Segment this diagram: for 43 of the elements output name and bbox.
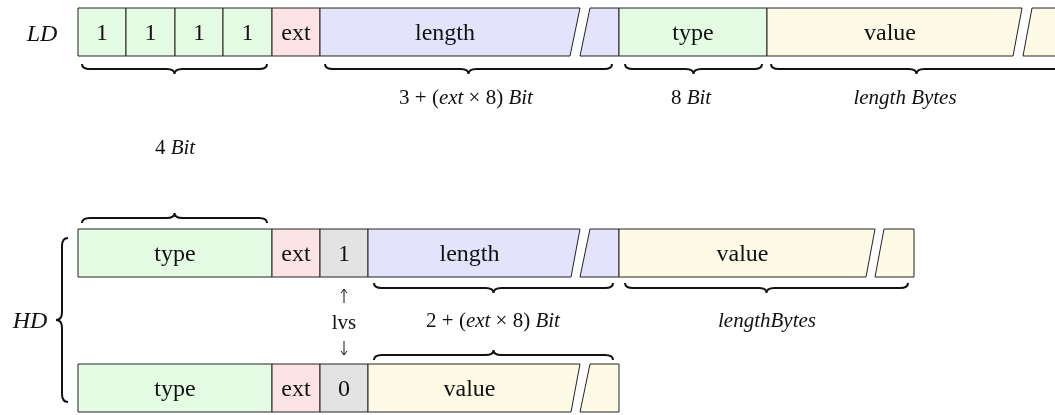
field-label: 0 bbox=[337, 373, 351, 403]
field-label: ext bbox=[280, 17, 312, 47]
field-box bbox=[175, 8, 223, 56]
field-label: length bbox=[414, 17, 476, 47]
field-continuation-box bbox=[580, 364, 619, 412]
field-label: 1 bbox=[240, 17, 255, 47]
field-name-label: lvs bbox=[331, 309, 357, 335]
field-box bbox=[272, 8, 320, 56]
size-label: 2 + (ext × 8) Bit bbox=[426, 307, 560, 333]
field-box bbox=[78, 364, 272, 412]
field-label: 1 bbox=[337, 238, 351, 268]
field-box bbox=[320, 229, 368, 277]
field-label: type bbox=[153, 238, 197, 268]
field-box bbox=[272, 364, 320, 412]
field-label: value bbox=[715, 238, 770, 268]
field-label: value bbox=[442, 373, 497, 403]
field-continuation-box bbox=[1023, 8, 1055, 56]
size-label: 8 Bit bbox=[670, 84, 712, 110]
field-box bbox=[78, 8, 126, 56]
field-continuation-box bbox=[875, 229, 914, 277]
field-label: 1 bbox=[192, 17, 206, 47]
size-label: 3 + (ext × 8) Bit bbox=[399, 84, 533, 110]
row-label: LD bbox=[26, 19, 58, 47]
size-label: 4 Bit bbox=[154, 134, 196, 160]
field-label: ext bbox=[280, 373, 312, 403]
field-label: ext bbox=[280, 238, 312, 268]
field-label: 1 bbox=[95, 17, 109, 47]
field-label: value bbox=[863, 17, 917, 47]
field-box bbox=[320, 364, 368, 412]
size-label: length Bytes bbox=[853, 84, 957, 110]
field-label: 1 bbox=[143, 17, 158, 47]
field-box bbox=[223, 8, 272, 56]
field-label: type bbox=[153, 373, 197, 403]
field-continuation-box bbox=[580, 8, 619, 56]
field-continuation-box bbox=[580, 229, 619, 277]
field-label: type bbox=[671, 17, 715, 47]
row-label: HD bbox=[12, 306, 48, 334]
field-box bbox=[272, 229, 320, 277]
field-box bbox=[619, 8, 767, 56]
size-label: lengthBytes bbox=[718, 307, 816, 333]
field-label: length bbox=[438, 238, 501, 268]
field-box bbox=[78, 229, 272, 277]
field-box bbox=[126, 8, 175, 56]
